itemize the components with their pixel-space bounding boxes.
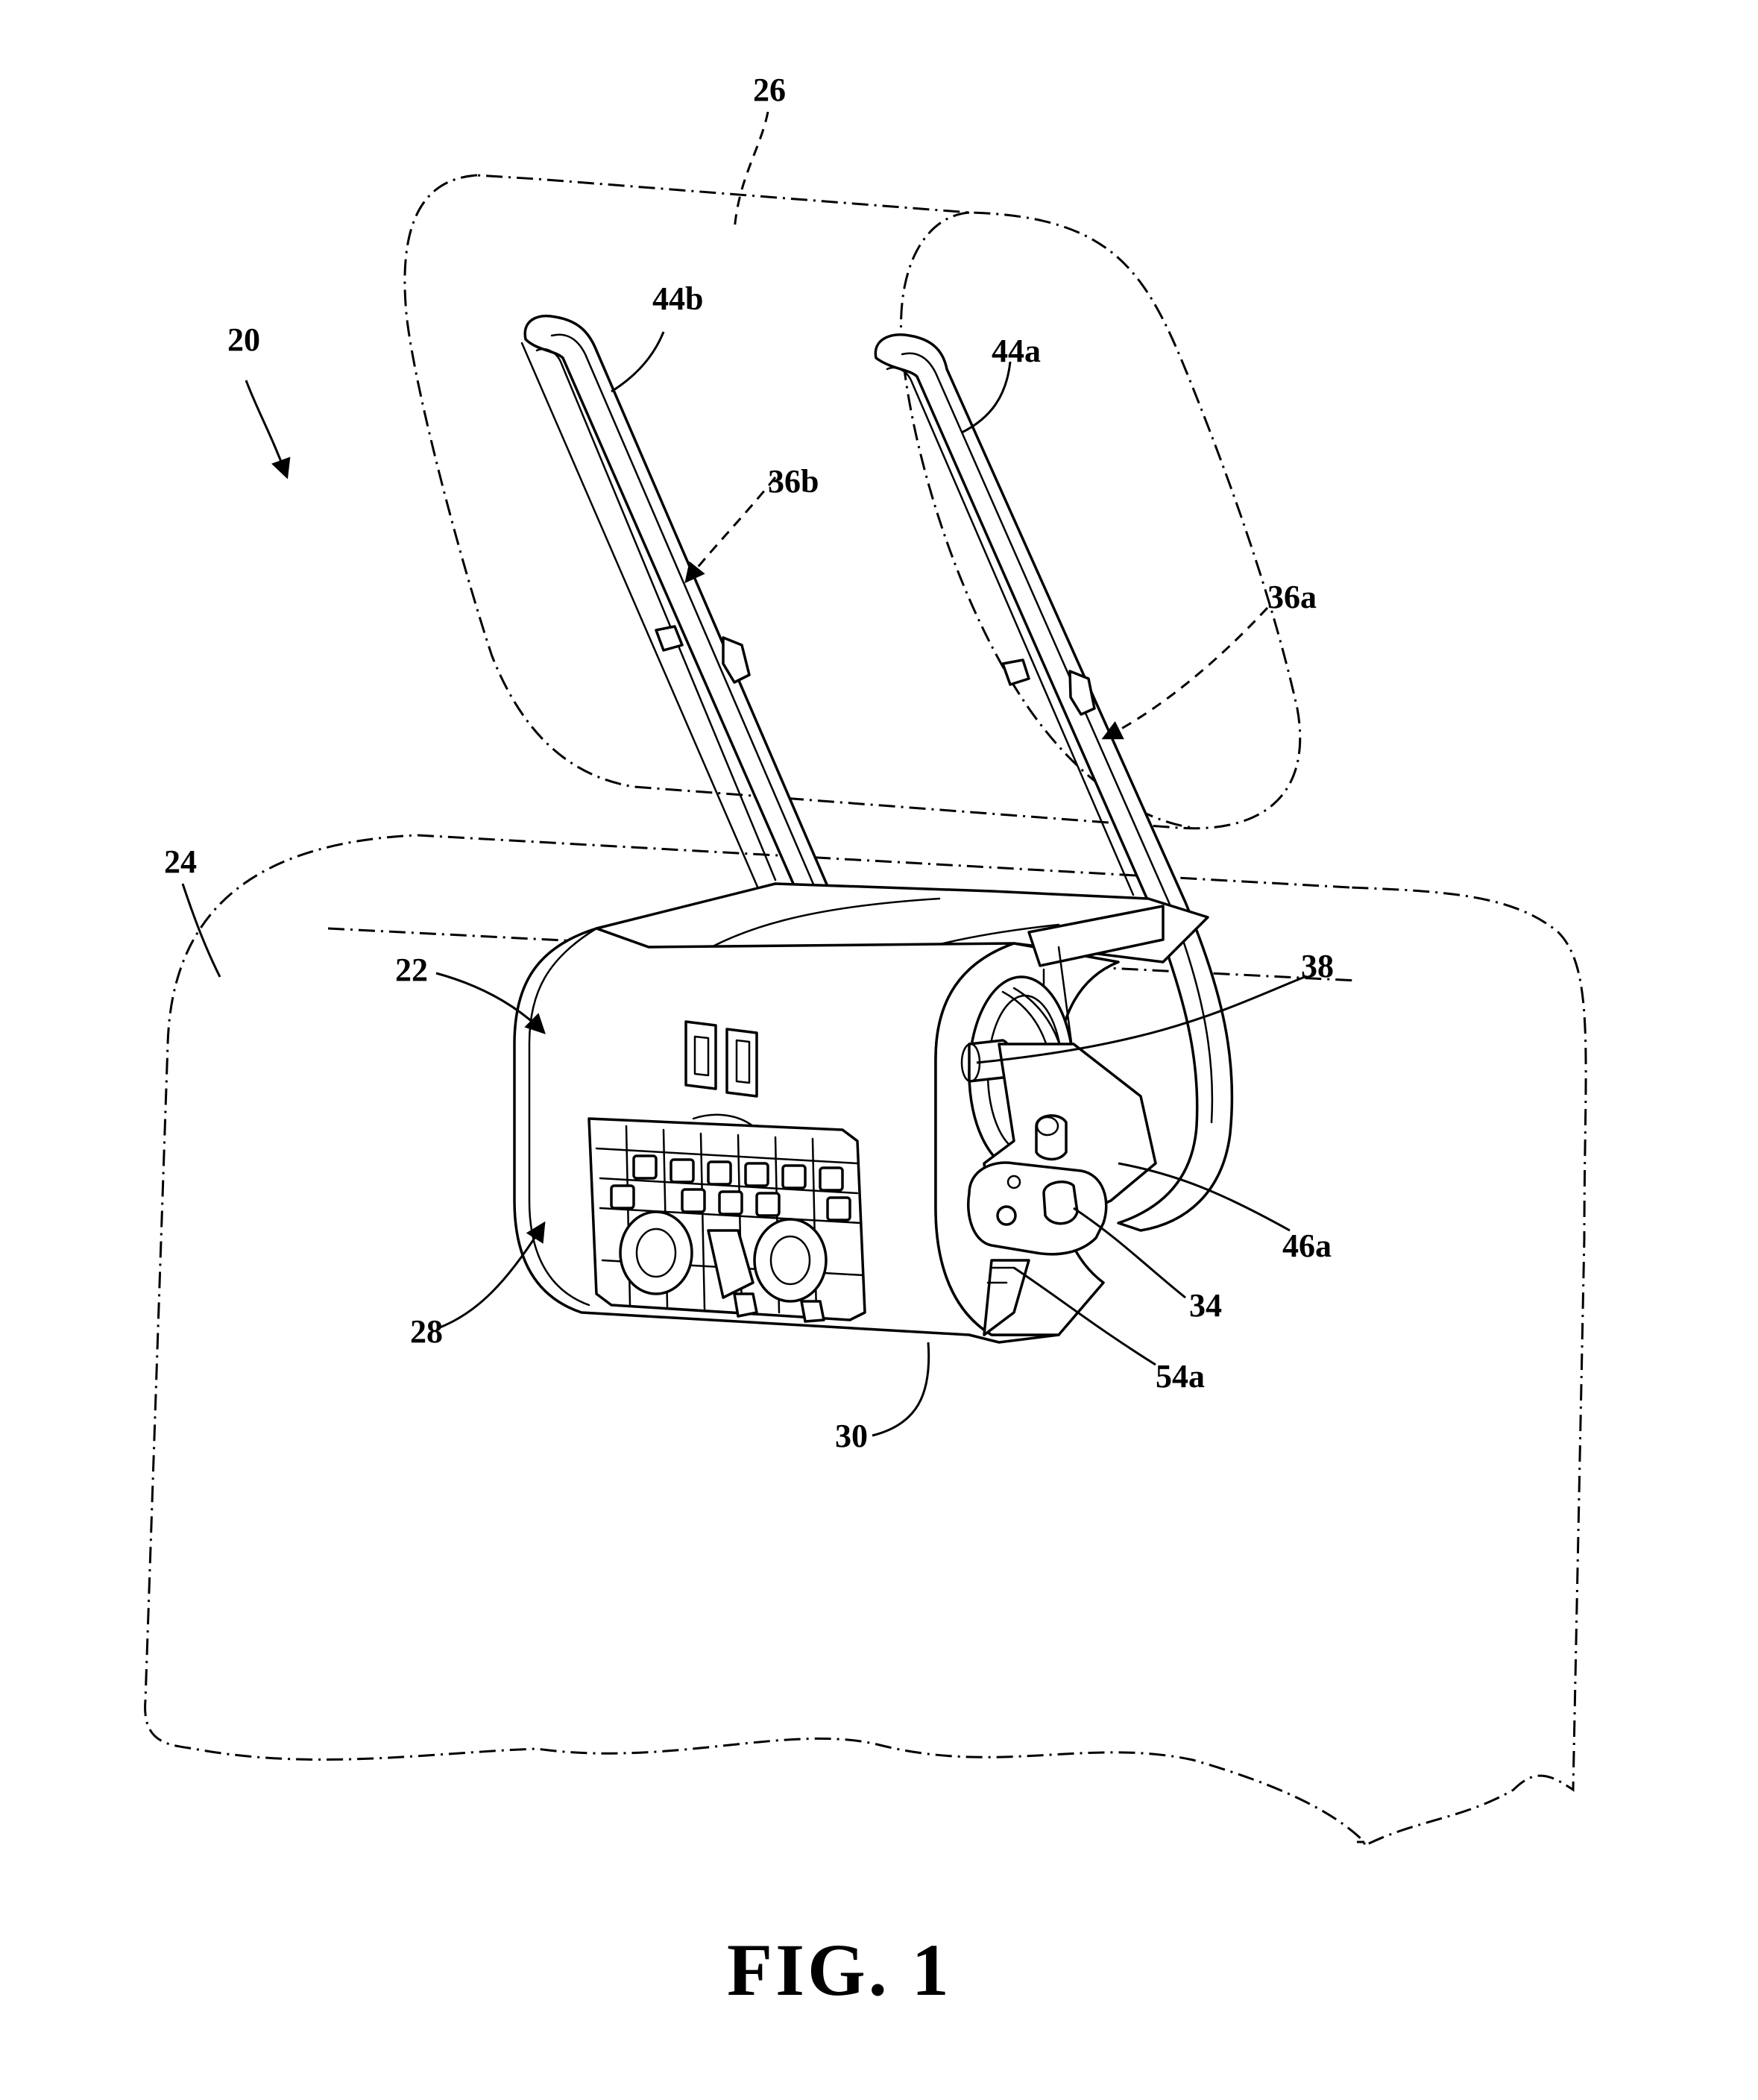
label-46a: 46a <box>1282 1227 1332 1264</box>
head-restraint-outline <box>403 174 1302 830</box>
label-38: 38 <box>1301 948 1334 984</box>
latch-grid <box>587 1020 866 1323</box>
label-34: 34 <box>1189 1287 1222 1324</box>
label-22: 22 <box>395 952 428 988</box>
seat-back-outline <box>144 834 1587 1848</box>
reference-labels: 20 26 24 44b 44a 36b 36a 22 28 30 38 46a… <box>164 72 1334 1454</box>
label-54a: 54a <box>1156 1358 1205 1395</box>
figure-caption: FIG. 1 <box>727 1928 952 2011</box>
label-44a: 44a <box>992 333 1041 369</box>
support-post-left <box>520 315 833 904</box>
label-20: 20 <box>227 321 260 358</box>
label-44b: 44b <box>652 280 703 317</box>
pivot-mechanism <box>960 975 1157 1336</box>
label-36a: 36a <box>1267 579 1317 615</box>
label-24: 24 <box>164 843 197 880</box>
label-36b: 36b <box>768 463 819 500</box>
label-28: 28 <box>410 1313 443 1350</box>
label-26: 26 <box>753 72 786 108</box>
leader-lines <box>181 111 1305 1437</box>
support-post-right <box>874 333 1234 1232</box>
label-30: 30 <box>835 1418 868 1454</box>
